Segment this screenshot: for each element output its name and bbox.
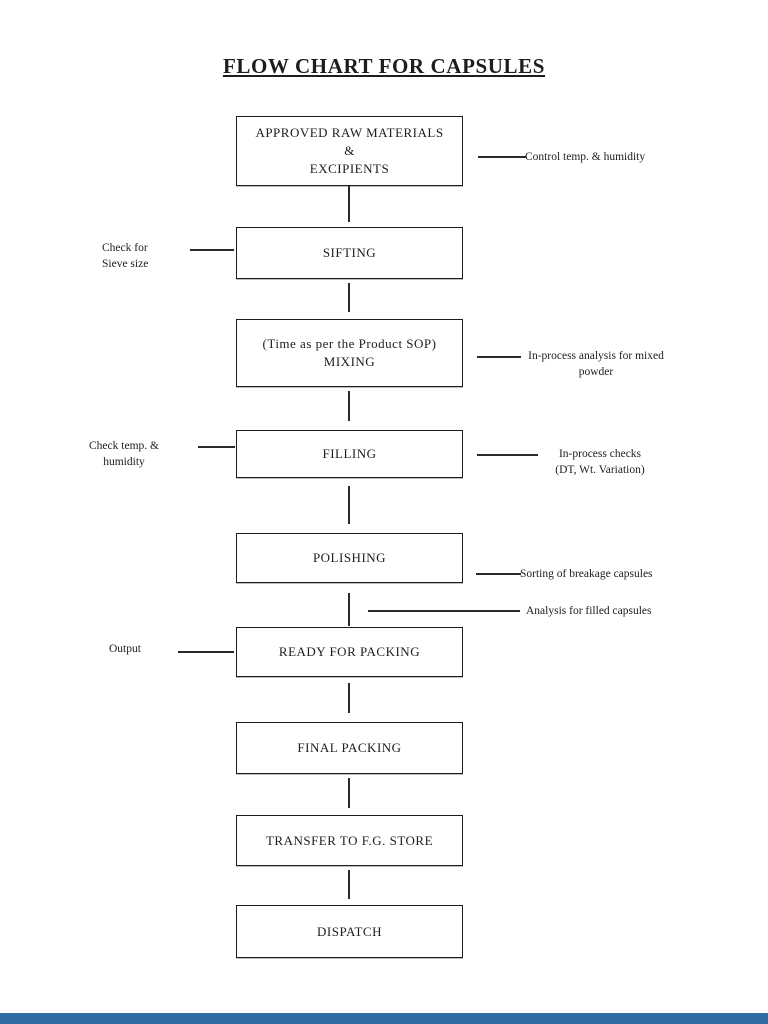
flow-connector-line (348, 870, 350, 899)
flow-connector-line (348, 486, 350, 524)
annotation-output: Output (109, 643, 141, 655)
flow-connector-line (348, 778, 350, 808)
annotation-check-for-sieve-size: Check for Sieve size (102, 242, 149, 270)
annotation-in-process-analysis: In-process analysis for mixed powder (528, 350, 664, 378)
annotation-in-process-checks: In-process checks (DT, Wt. Variation) (555, 448, 645, 476)
annotation-leader-line (178, 651, 234, 653)
annotation-leader-line (368, 610, 520, 612)
flow-connector-line (348, 283, 350, 312)
annotation-leader-line (478, 156, 526, 158)
flow-connector-line (348, 593, 350, 626)
annotation-leader-line (476, 573, 521, 575)
process-box-ready-for-packing: READY FOR PACKING (236, 627, 463, 677)
flow-connector-line (348, 186, 350, 222)
annotation-leader-line (477, 356, 521, 358)
process-box-label: APPROVED RAW MATERIALS & EXCIPIENTS (255, 125, 444, 176)
process-box-sifting: SIFTING (236, 227, 463, 279)
process-box-transfer-fg-store: TRANSFER TO F.G. STORE (236, 815, 463, 866)
process-box-label: SIFTING (322, 245, 377, 260)
process-box-label: (Time as per the Product SOP) MIXING (262, 336, 437, 369)
annotation-leader-line (477, 454, 538, 456)
annotation-control-temp-humidity: Control temp. & humidity (525, 151, 646, 163)
flow-connector-line (348, 683, 350, 713)
annotation-analysis-filled-capsules: Analysis for filled capsules (526, 605, 652, 617)
process-box-label: TRANSFER TO F.G. STORE (265, 832, 434, 848)
process-box-label: FINAL PACKING (297, 740, 402, 755)
process-box-raw-materials: APPROVED RAW MATERIALS & EXCIPIENTS (236, 116, 463, 186)
process-box-final-packing: FINAL PACKING (236, 722, 463, 774)
process-box-label: DISPATCH (317, 923, 382, 939)
process-box-mixing: (Time as per the Product SOP) MIXING (236, 319, 463, 387)
flow-connector-line (348, 391, 350, 421)
process-box-label: READY FOR PACKING (278, 644, 421, 659)
process-box-label: POLISHING (312, 550, 387, 565)
annotation-sorting-breakage: Sorting of breakage capsules (520, 568, 653, 580)
process-box-polishing: POLISHING (236, 533, 463, 583)
process-box-label: FILLING (322, 446, 377, 461)
process-box-filling: FILLING (236, 430, 463, 478)
annotation-check-temp-humidity: Check temp. & humidity (89, 440, 159, 468)
page-title: FLOW CHART FOR CAPSULES (222, 54, 546, 78)
annotation-leader-line (190, 249, 234, 251)
process-box-dispatch: DISPATCH (236, 905, 463, 958)
bottom-bar (0, 1013, 768, 1024)
annotation-leader-line (198, 446, 235, 448)
